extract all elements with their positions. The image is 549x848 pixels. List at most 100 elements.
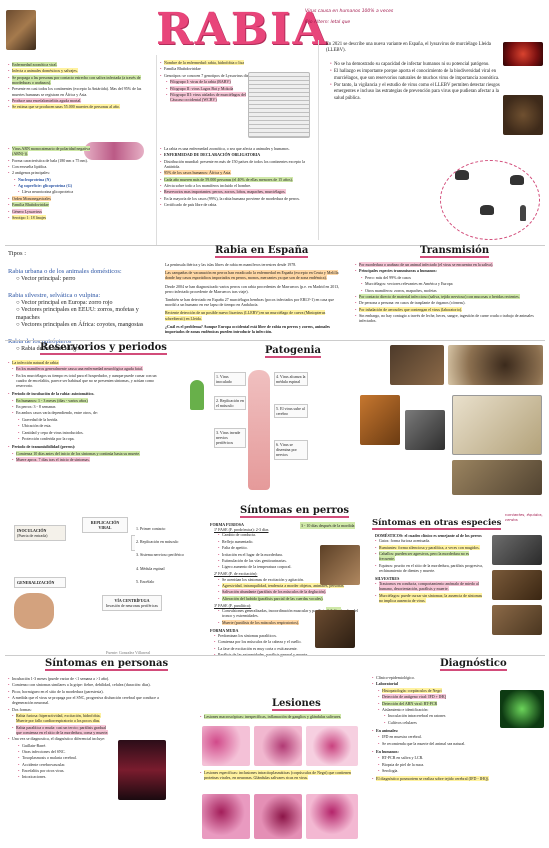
human-icon — [520, 205, 526, 221]
intro-section: Enfermedad zoonótica viral. Infecta a an… — [8, 62, 150, 111]
negri-bodies-image — [306, 794, 358, 839]
via-centrifuga-title: VÍA CENTRÍFUGA — [114, 598, 150, 603]
class-item: Genotipos: se conocen 7 genotipos de Lys… — [160, 73, 310, 78]
silv-item: Trastornos en conducta, comportamiento a… — [375, 581, 485, 592]
personas-item: Una vez se diagnostica, el diagnóstico d… — [8, 736, 163, 741]
histology-image — [202, 726, 250, 766]
virus-item: Serotipo 1: 18 linajes — [8, 214, 93, 220]
pathway-step: 2. Replicación en el músculo — [214, 396, 246, 411]
diag-item: Laboratorial — [372, 681, 542, 686]
lleida-section: No se ha demostrado su capacidad de infe… — [330, 62, 500, 103]
replicacion-box: REPLICACIÓN VIRAL — [82, 517, 128, 534]
furious-dog-photo — [320, 545, 360, 585]
virus-section: Virus ARN monocatenario de polaridad neg… — [8, 146, 93, 221]
personas-title: Síntomas en personas — [45, 658, 169, 671]
otras-item: Equinos: prurito en el sitio de la morde… — [375, 563, 485, 573]
personas-item: Otras infecciones del SNC. — [18, 749, 163, 754]
phase1-item: Irritación en el lugar de la mordedura. — [218, 552, 360, 557]
virus-structure-illustration — [84, 142, 144, 160]
personas-item: Intoxicaciones. — [18, 774, 163, 779]
res-item: Cantidad y cepa de virus introducidos. — [18, 430, 168, 435]
epi-item: En la mayoría de los casos (99%), la rab… — [160, 196, 310, 201]
phase2-item: Salivación abundante (parálisis de los m… — [218, 589, 360, 595]
virus-item: Lleva neurotoxina glicoproteica — [18, 189, 93, 194]
diagram-step: 3. Sistema nervioso periférico — [136, 552, 184, 558]
bat-photo-2 — [448, 345, 543, 385]
wild-item: ○ Vector principal en Europa: zorro rojo — [16, 299, 113, 306]
class-item: Familia Rhabdoviridae — [160, 66, 310, 71]
tipos-heading: Tipos : — [8, 250, 27, 257]
personas-item: Dos formas: — [8, 707, 163, 712]
personas-item: Toxoplasmosis o malaria cerebral. — [18, 755, 163, 760]
virus-item: Familia Rhabdoviridae — [8, 202, 93, 208]
negri-bodies-image — [254, 794, 302, 839]
res-item: Ubicación de esta. — [18, 423, 168, 428]
res-item: Protección conferida por la ropa. — [18, 436, 168, 441]
trans-item: Por contacto directo de material infecci… — [355, 293, 540, 299]
lleida-item: El hallazgo es importante porque aporta … — [330, 69, 500, 81]
sintomas-perros-title: Síntomas en perros — [240, 505, 350, 518]
diag-item: Histopatología: corpúsculos de Negri — [378, 687, 542, 693]
muda-item: La fase de excitación es muy corta o est… — [214, 646, 360, 651]
domesticos-heading: DOMÉSTICOS: el cuadro clínico es semejan… — [375, 533, 482, 538]
lesiones-section-2: Lesiones específicas: inclusiones intrac… — [200, 770, 360, 782]
otras-section: DOMÉSTICOS: el cuadro clínico es semejan… — [375, 533, 485, 604]
histology-image — [254, 726, 302, 766]
wild-title: Rabia silvestre, selvática o vulpina: — [8, 291, 101, 299]
virus-item: Nucleoproteína (N) — [14, 177, 93, 182]
lleida-item: No se ha demostrado su capacidad de infe… — [330, 62, 500, 68]
phase1-item: Ligero aumento de la temperatura corpora… — [218, 564, 360, 569]
diag-item: Biopsia de piel de la nuca. — [378, 762, 542, 767]
transmission-cycle-diagram — [440, 160, 540, 240]
muda-item: Predominan los síntomas paralíticos. — [214, 633, 360, 638]
diag-item: Detección del ARN viral: RT-PCR — [378, 700, 542, 706]
virus-bullet-icon — [190, 380, 204, 410]
lesion-item: Lesiones específicas: inclusiones intrac… — [200, 770, 360, 781]
phase2-item: Se acentúan los síntomas de excitación y… — [218, 577, 360, 582]
diag-item: RT-PCR en saliva y LCR. — [378, 755, 542, 760]
virus-item: Ag superficie: glicoproteína (G) — [14, 183, 93, 188]
diag-item: Detección de antígeno viral: IFD + IHQ — [378, 694, 542, 700]
lleida-intro: En 2021 se describe una nueva variante e… — [326, 42, 491, 54]
epi-item: 95% de los casos humanos: África y Asia. — [160, 170, 310, 176]
otras-title: Síntomas en otras especies — [372, 518, 502, 530]
res-item: En ambos casos varía dependiendo, entre … — [12, 410, 168, 415]
personas-section: Incubación 1-3 meses (puede variar de <1… — [8, 676, 163, 781]
page-title: RABIA — [156, 4, 329, 55]
dog-rabies-photo — [6, 10, 36, 50]
res-item: En perros: 3 - 8 semanas — [12, 404, 168, 409]
epi-item: Cada año mueren más de 59.000 personas (… — [160, 176, 310, 182]
res-item: En los murciélagos su tiempo es total pa… — [12, 373, 168, 389]
phase2-heading: 2ª FASE (F. de excitación): — [214, 571, 258, 577]
fox-photo — [360, 395, 400, 445]
diag-item: Aislamiento e identificación: — [378, 707, 542, 712]
animal-icon — [510, 175, 524, 185]
espana-section: La península ibérica y las islas libres … — [165, 262, 345, 337]
trans-item: Por mordedura o arañazo de un animal inf… — [355, 262, 540, 267]
lesiones-section: Lesiones macroscópicas: inespecíficas, i… — [200, 714, 360, 720]
trans-item: De persona a persona: en casos de traspl… — [355, 300, 540, 305]
diagram-credit: Fuente: Gonzalez Villarreal — [106, 650, 151, 655]
trans-item: Perro: más del 99% de casos — [361, 275, 540, 280]
classification-section: Nombre de la enfermedad: rabia, hidrofob… — [160, 60, 310, 103]
personas-item: Incubación 1-3 meses (puede variar de <1… — [8, 676, 163, 681]
diagram-step: 4. Médula espinal — [136, 565, 165, 571]
personas-item: Rabia paralítica o muda: casi un tercio;… — [12, 724, 112, 735]
transmision-section: Por mordedura o arañazo de un animal inf… — [355, 262, 540, 325]
phase1-item: Falta de apetito. — [218, 545, 360, 550]
patogenia-diagram: 1. Virus inoculado 2. Replicación en el … — [190, 360, 340, 500]
res-item: Comienza 10 días antes del inicio de los… — [12, 450, 168, 456]
days-tag: 3 - 10 días después de la mordida — [300, 522, 356, 530]
class-item: Filogrupo II: virus Lagos Bat y Mokola — [166, 85, 246, 91]
epidemiology-section: La rabia es una enfermedad zoonótica, o … — [160, 146, 310, 209]
trans-item: Por inhalación de aerosoles que contenga… — [355, 306, 540, 312]
class-item: Filogrupo III: virus aislados de murciél… — [166, 91, 246, 103]
personas-item: Comienzo con síntomas similares a la gri… — [8, 682, 163, 687]
res-item: Periodo de transmisibilidad (perros): — [8, 444, 168, 449]
reservorios-title: Reservorios y periodos — [40, 342, 167, 355]
intro-item: Infecta a animales domésticos y salvajes… — [8, 68, 150, 74]
phase2-item: Alteración del ladrido (parálisis parcia… — [218, 595, 360, 601]
human-body-figure — [248, 370, 270, 490]
virus-item: Orden Mononegavirales — [8, 195, 93, 201]
paralytic-dog-photo — [315, 610, 355, 648]
